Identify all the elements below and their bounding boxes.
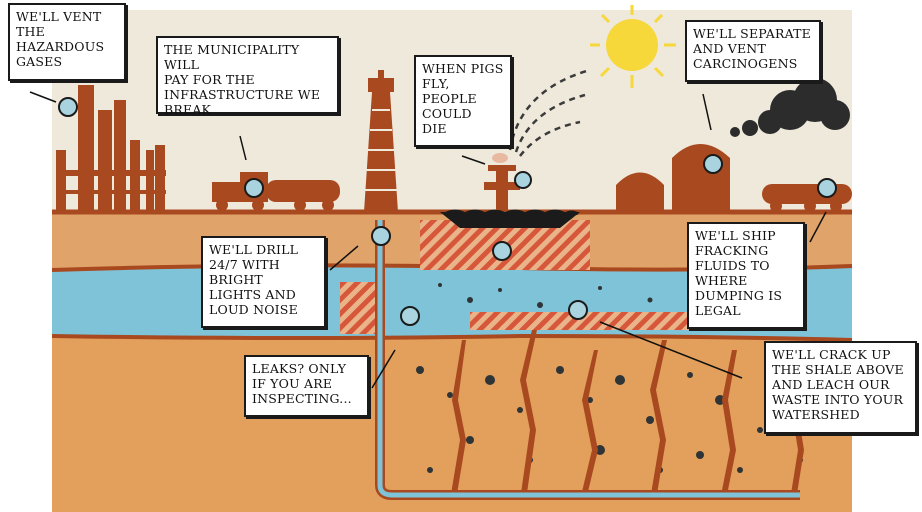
wellhead-icon (484, 165, 520, 210)
callout-pigs-fly: WHEN PIGS FLY, PEOPLE COULD DIE (414, 55, 512, 147)
marker (58, 97, 837, 326)
waste-pit (440, 212, 580, 228)
callout-municipality: THE MUNICIPALITY WILL PAY FOR THE INFRAS… (156, 36, 339, 117)
contamination-zone (470, 312, 690, 330)
callout-carcinogens: WE'LL SEPARATE AND VENT CARCINOGENS (685, 20, 821, 82)
refinery-icon (56, 85, 166, 212)
callout-leaks: LEAKS? ONLY IF YOU ARE INSPECTING... (244, 355, 369, 417)
smoke-cloud-icon (730, 78, 850, 137)
drill-rig-icon (364, 70, 398, 212)
contamination-zone (340, 282, 380, 334)
truck-icon (762, 184, 852, 212)
callout-vent-gases: WE'LL VENT THE HAZARDOUS GASES (8, 3, 126, 81)
sun-icon (590, 5, 676, 88)
pig-icon (492, 153, 508, 163)
callout-drill: WE'LL DRILL 24/7 WITH BRIGHT LIGHTS AND … (201, 236, 326, 328)
callout-ship-fluids: WE'LL SHIP FRACKING FLUIDS TO WHERE DUMP… (687, 222, 805, 329)
callout-arrows (29, 91, 827, 389)
callout-crack-shale: WE'LL CRACK UP THE SHALE ABOVE AND LEACH… (764, 341, 917, 434)
